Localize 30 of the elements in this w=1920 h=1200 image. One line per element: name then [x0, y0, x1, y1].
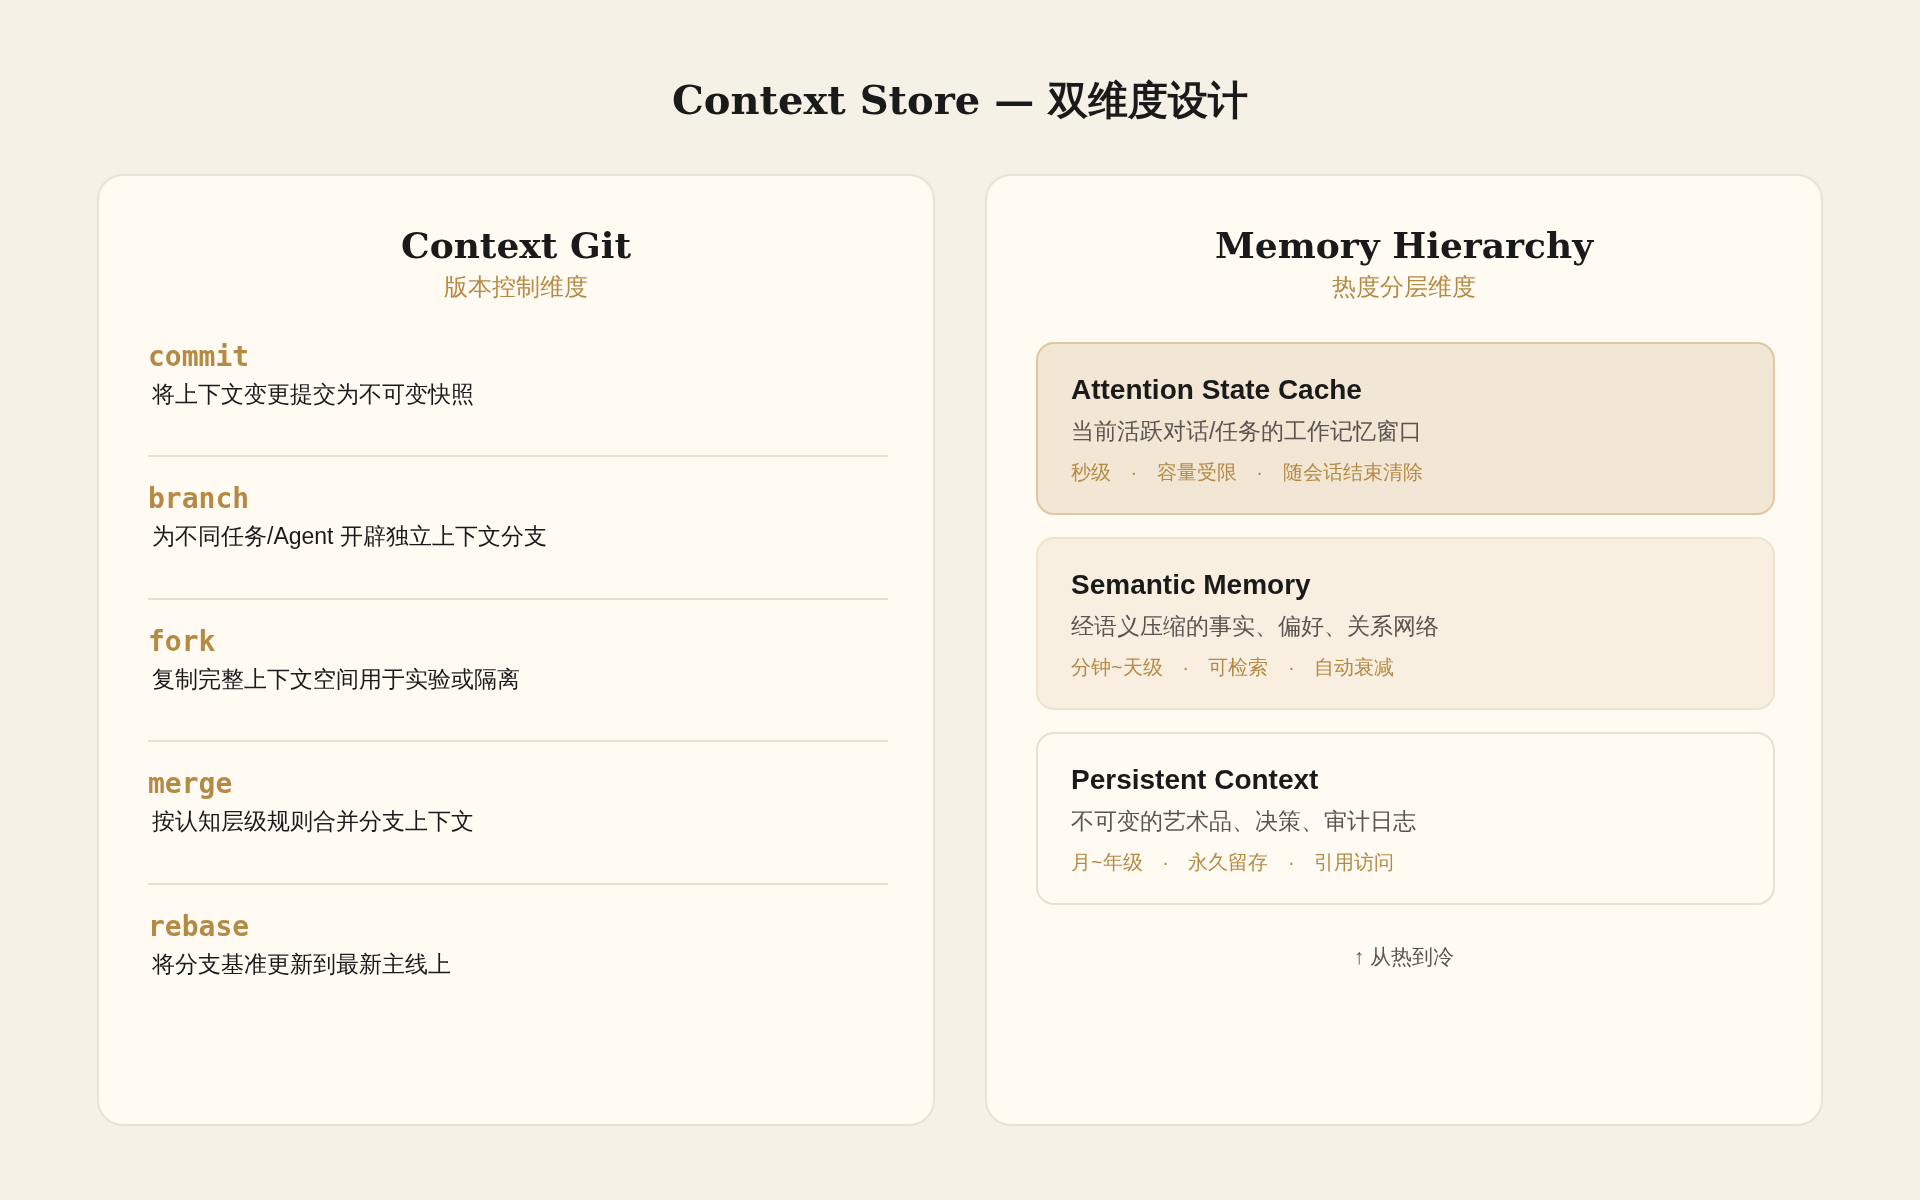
panel-card	[97, 174, 935, 1126]
panel-subtitle: 热度分层维度	[1332, 272, 1476, 302]
tier-attributes: 分钟~天级 · 可检索 · 自动衰减	[1071, 655, 1395, 680]
command-description: 按认知层级规则合并分支上下文	[152, 807, 474, 836]
memory-tier-card	[1036, 732, 1775, 905]
command-name: merge	[148, 766, 233, 802]
tier-attributes: 秒级 · 容量受限 · 随会话结束清除	[1071, 460, 1423, 485]
tier-attributes: 月~年级 · 永久留存 · 引用访问	[1071, 850, 1395, 875]
tier-title: Attention State Cache	[1071, 373, 1362, 407]
tier-title: Semantic Memory	[1071, 568, 1311, 602]
command-name: fork	[148, 624, 216, 660]
command-description: 将分支基准更新到最新主线上	[152, 950, 451, 979]
memory-tier-card	[1036, 342, 1775, 515]
page-title: Context Store — 双维度设计	[671, 75, 1249, 125]
command-description: 将上下文变更提交为不可变快照	[152, 380, 474, 409]
command-name: commit	[148, 339, 250, 375]
command-name: branch	[148, 481, 250, 517]
memory-tier-card	[1036, 537, 1775, 710]
panel-card	[985, 174, 1823, 1126]
command-name: rebase	[148, 909, 250, 945]
tier-title: Persistent Context	[1071, 763, 1319, 797]
panel-subtitle: 版本控制维度	[444, 272, 588, 302]
command-description: 复制完整上下文空间用于实验或隔离	[152, 665, 520, 694]
tier-description: 经语义压缩的事实、偏好、关系网络	[1071, 612, 1439, 641]
direction-note: ↑ 从热到冷	[1353, 944, 1455, 970]
panel-title: Context Git	[401, 223, 631, 268]
tier-description: 当前活跃对话/任务的工作记忆窗口	[1071, 417, 1423, 446]
panel-title: Memory Hierarchy	[1214, 223, 1594, 268]
tier-description: 不可变的艺术品、决策、审计日志	[1071, 807, 1416, 836]
command-description: 为不同任务/Agent 开辟独立上下文分支	[152, 522, 547, 551]
